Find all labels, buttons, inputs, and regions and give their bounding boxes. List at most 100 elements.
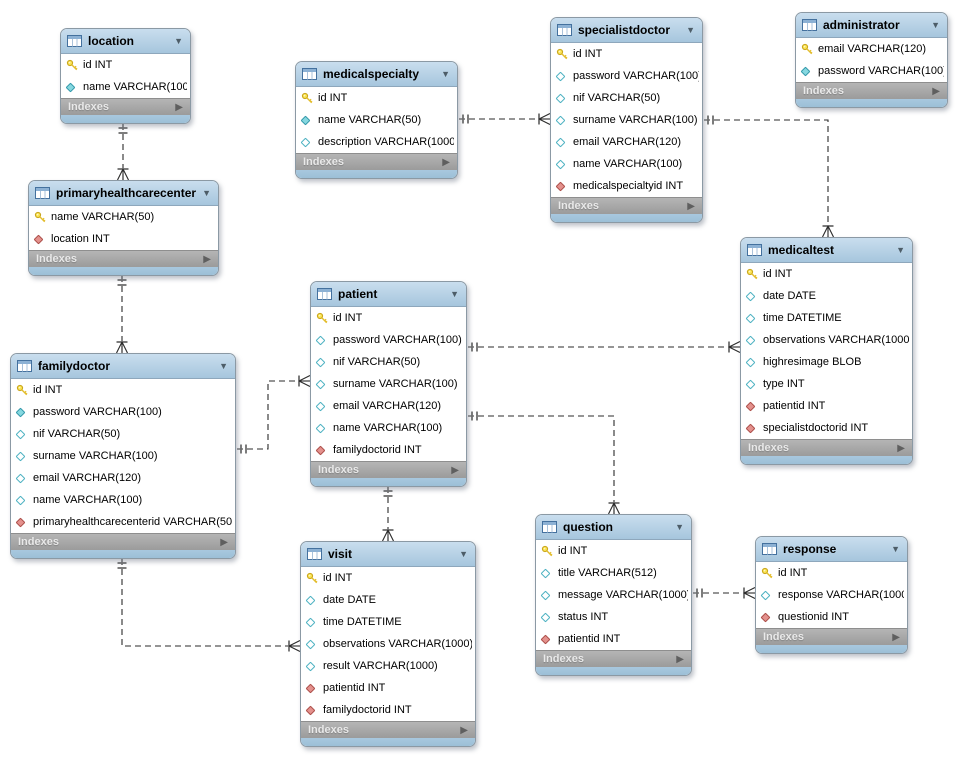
nullable-icon	[305, 661, 320, 671]
column-row: id INT	[551, 43, 702, 65]
expand-arrow-icon[interactable]: ▶	[220, 536, 228, 548]
table-grid-icon	[802, 19, 817, 31]
column-row: nif VARCHAR(50)	[551, 87, 702, 109]
expand-arrow-icon[interactable]: ▶	[203, 253, 211, 265]
column-row: patientid INT	[301, 677, 475, 699]
table-response[interactable]: response ▼ id INT response VARCHAR(1000)…	[755, 536, 908, 654]
column-row: nif VARCHAR(50)	[311, 351, 466, 373]
column-row: name VARCHAR(100)	[11, 489, 235, 511]
expand-arrow-icon[interactable]: ▶	[175, 101, 183, 113]
foreign-key-icon	[760, 612, 775, 622]
chevron-down-icon[interactable]: ▼	[441, 69, 450, 79]
expand-arrow-icon[interactable]: ▶	[932, 85, 940, 97]
chevron-down-icon[interactable]: ▼	[459, 549, 468, 559]
table-footer	[536, 667, 691, 675]
primary-key-icon	[301, 92, 315, 104]
table-location[interactable]: location ▼ id INT name VARCHAR(100) Inde…	[60, 28, 191, 124]
foreign-key-icon	[305, 683, 320, 693]
table-header[interactable]: response ▼	[756, 537, 907, 562]
primary-key-icon	[761, 567, 775, 579]
indexes-label: Indexes	[308, 724, 349, 736]
indexes-section[interactable]: Indexes ▶	[536, 650, 691, 667]
relationship-patient-medicaltest[interactable]	[468, 341, 741, 353]
relationship-medicalspecialty-specialistdoctor[interactable]	[459, 113, 551, 125]
expand-arrow-icon[interactable]: ▶	[892, 631, 900, 643]
table-header[interactable]: administrator ▼	[796, 13, 947, 38]
indexes-section[interactable]: Indexes ▶	[551, 197, 702, 214]
chevron-down-icon[interactable]: ▼	[450, 289, 459, 299]
chevron-down-icon[interactable]: ▼	[686, 25, 695, 35]
relationship-question-response[interactable]	[693, 587, 756, 599]
relationship-primaryhealthcarecenter-familydoctor[interactable]	[116, 276, 128, 354]
expand-arrow-icon[interactable]: ▶	[687, 200, 695, 212]
column-row: id INT	[756, 562, 907, 584]
table-grid-icon	[762, 543, 777, 555]
column-row: type INT	[741, 373, 912, 395]
column-definition: email VARCHAR(120)	[33, 472, 141, 484]
indexes-section[interactable]: Indexes ▶	[296, 153, 457, 170]
column-row: id INT	[536, 540, 691, 562]
table-administrator[interactable]: administrator ▼ email VARCHAR(120) passw…	[795, 12, 948, 108]
column-row: password VARCHAR(100)	[551, 65, 702, 87]
indexes-label: Indexes	[803, 85, 844, 97]
nullable-icon	[745, 357, 760, 367]
expand-arrow-icon[interactable]: ▶	[451, 464, 459, 476]
chevron-down-icon[interactable]: ▼	[675, 522, 684, 532]
table-title: response	[783, 542, 837, 556]
table-footer	[296, 170, 457, 178]
table-specialistdoctor[interactable]: specialistdoctor ▼ id INT password VARCH…	[550, 17, 703, 223]
chevron-down-icon[interactable]: ▼	[931, 20, 940, 30]
indexes-section[interactable]: Indexes ▶	[11, 533, 235, 550]
table-columns: name VARCHAR(50) location INT	[29, 206, 218, 250]
indexes-section[interactable]: Indexes ▶	[796, 82, 947, 99]
indexes-section[interactable]: Indexes ▶	[741, 439, 912, 456]
table-header[interactable]: patient ▼	[311, 282, 466, 307]
table-footer	[741, 456, 912, 464]
table-header[interactable]: familydoctor ▼	[11, 354, 235, 379]
expand-arrow-icon[interactable]: ▶	[442, 156, 450, 168]
column-definition: name VARCHAR(100)	[33, 494, 143, 506]
table-medicaltest[interactable]: medicaltest ▼ id INT date DATE time DATE…	[740, 237, 913, 465]
table-visit[interactable]: visit ▼ id INT date DATE time DATETIME o…	[300, 541, 476, 747]
table-grid-icon	[542, 521, 557, 533]
expand-arrow-icon[interactable]: ▶	[676, 653, 684, 665]
chevron-down-icon[interactable]: ▼	[896, 245, 905, 255]
table-header[interactable]: medicalspecialty ▼	[296, 62, 457, 87]
expand-arrow-icon[interactable]: ▶	[897, 442, 905, 454]
relationship-location-primaryhealthcarecenter[interactable]	[117, 124, 129, 181]
indexes-section[interactable]: Indexes ▶	[311, 461, 466, 478]
table-header[interactable]: visit ▼	[301, 542, 475, 567]
table-medicalspecialty[interactable]: medicalspecialty ▼ id INT name VARCHAR(5…	[295, 61, 458, 179]
indexes-section[interactable]: Indexes ▶	[61, 98, 190, 115]
chevron-down-icon[interactable]: ▼	[891, 544, 900, 554]
indexes-section[interactable]: Indexes ▶	[756, 628, 907, 645]
table-header[interactable]: specialistdoctor ▼	[551, 18, 702, 43]
table-patient[interactable]: patient ▼ id INT password VARCHAR(100) n…	[310, 281, 467, 487]
relationship-familydoctor-patient[interactable]	[237, 375, 311, 454]
table-familydoctor[interactable]: familydoctor ▼ id INT password VARCHAR(1…	[10, 353, 236, 559]
relationship-familydoctor-visit[interactable]	[117, 559, 301, 652]
table-columns: id INT title VARCHAR(512) message VARCHA…	[536, 540, 691, 650]
table-header[interactable]: location ▼	[61, 29, 190, 54]
table-columns: id INT response VARCHAR(1000) questionid…	[756, 562, 907, 628]
relationship-patient-question[interactable]	[468, 411, 620, 515]
relationship-patient-visit[interactable]	[382, 487, 394, 542]
table-question[interactable]: question ▼ id INT title VARCHAR(512) mes…	[535, 514, 692, 676]
table-header[interactable]: medicaltest ▼	[741, 238, 912, 263]
table-header[interactable]: question ▼	[536, 515, 691, 540]
relationship-specialistdoctor-medicaltest[interactable]	[704, 115, 834, 238]
indexes-section[interactable]: Indexes ▶	[29, 250, 218, 267]
chevron-down-icon[interactable]: ▼	[202, 188, 211, 198]
table-header[interactable]: primaryhealthcarecenter ▼	[29, 181, 218, 206]
column-definition: name VARCHAR(100)	[573, 158, 683, 170]
chevron-down-icon[interactable]: ▼	[219, 361, 228, 371]
chevron-down-icon[interactable]: ▼	[174, 36, 183, 46]
nullable-icon	[745, 335, 760, 345]
table-primaryhealthcarecenter[interactable]: primaryhealthcarecenter ▼ name VARCHAR(5…	[28, 180, 219, 276]
expand-arrow-icon[interactable]: ▶	[460, 724, 468, 736]
column-definition: surname VARCHAR(100)	[33, 450, 158, 462]
column-row: questionid INT	[756, 606, 907, 628]
indexes-section[interactable]: Indexes ▶	[301, 721, 475, 738]
indexes-label: Indexes	[68, 101, 109, 113]
nullable-icon	[15, 495, 30, 505]
